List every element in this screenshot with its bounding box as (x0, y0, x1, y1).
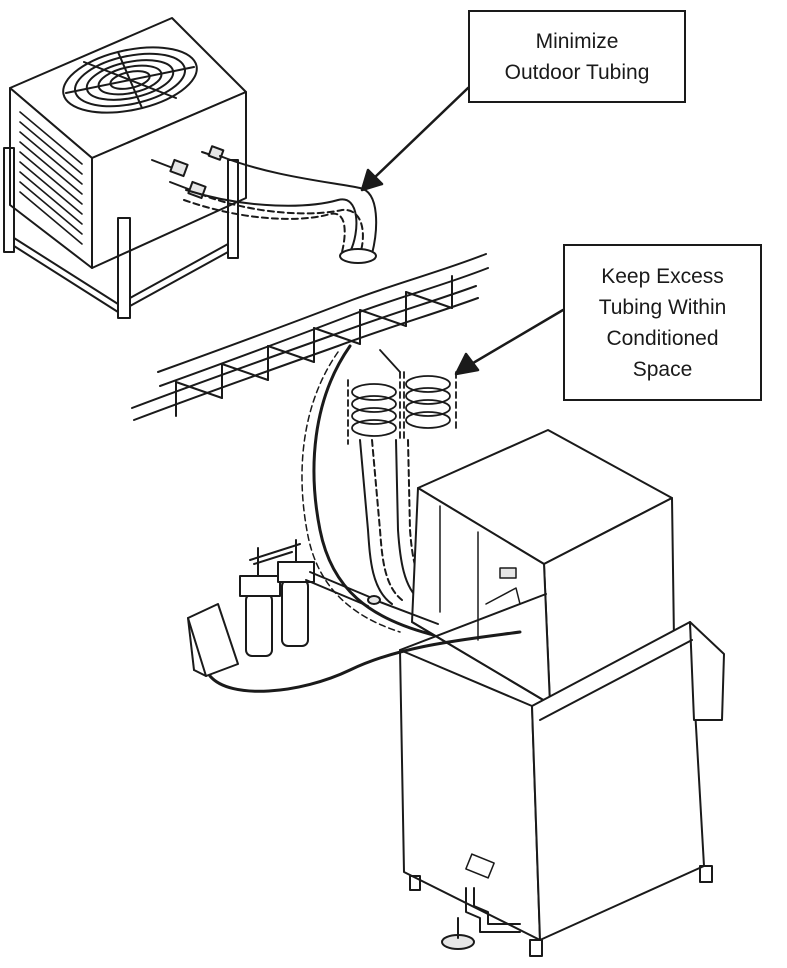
callout-minimize-outdoor-tubing: Minimize Outdoor Tubing (468, 10, 686, 103)
callout-line: Space (632, 357, 693, 381)
floor-drain (441, 887, 521, 950)
remote-condenser (3, 17, 247, 319)
callout-line: Conditioned (606, 326, 719, 350)
water-filter (239, 539, 439, 657)
callout-keep-excess-tubing: Keep Excess Tubing Within Conditioned Sp… (563, 244, 762, 401)
condenser-louvers (19, 111, 83, 245)
callout-line: Outdoor Tubing (504, 60, 650, 84)
callout-line: Tubing Within (598, 295, 727, 319)
fan-guard (62, 46, 198, 114)
callout-arrows (360, 86, 565, 376)
condenser-stand (3, 147, 239, 319)
callout-line: Keep Excess (601, 264, 724, 288)
ceiling-truss (131, 253, 489, 421)
ice-bin (399, 593, 725, 957)
callout-line: Minimize (535, 29, 619, 53)
coiled-tubing (347, 349, 457, 445)
arrow-outdoor-tubing (370, 86, 470, 182)
arrow-excess-tubing (466, 308, 565, 368)
outdoor-tubing (183, 155, 378, 264)
electrical-disconnect (187, 603, 522, 693)
